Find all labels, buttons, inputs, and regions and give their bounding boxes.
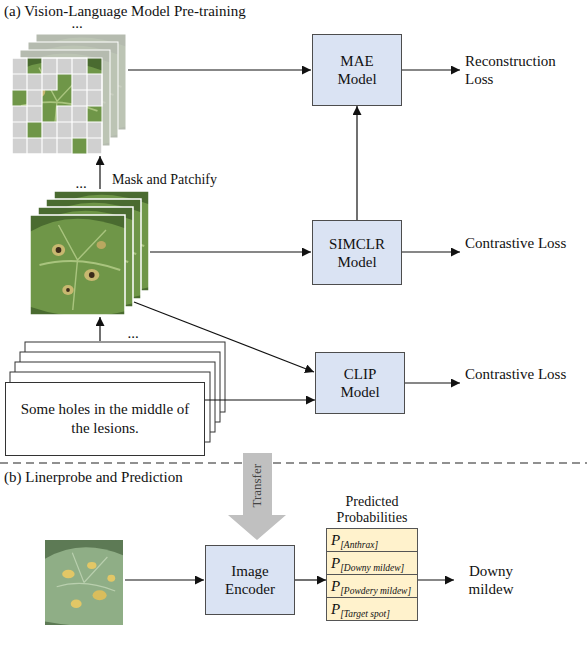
flow-arrow — [99, 156, 100, 189]
flow-arrow — [418, 579, 454, 580]
node-text: Image Encoder — [220, 562, 280, 598]
ellipsis: ... — [116, 324, 150, 342]
probability-box: P[Powdery mildew] — [326, 574, 418, 598]
probability-symbol: P — [331, 532, 340, 548]
node-text: Some holes in the middle of the lesions. — [18, 400, 192, 438]
probability-symbol: P — [331, 601, 340, 617]
probability-symbol: P — [331, 555, 340, 571]
section-divider — [0, 462, 587, 463]
flow-arrow — [150, 251, 311, 252]
edge-arrow — [205, 399, 315, 400]
image-stack — [25, 191, 154, 316]
group-heading: Predicted Probabilities — [326, 492, 418, 528]
transfer-label: Transfer — [249, 441, 265, 531]
ellipsis: ... — [66, 174, 96, 192]
flow-arrow — [128, 69, 311, 70]
node-text: MAE Model — [327, 52, 387, 88]
process-label: Mask and Patchify — [112, 172, 262, 189]
model-box: SIMCLR Model — [312, 220, 402, 285]
probability-box: P[Downy mildew] — [326, 551, 418, 575]
model-box: CLIP Model — [315, 352, 405, 414]
class-subscript: [Downy mildew] — [340, 563, 404, 573]
probability-symbol: P — [331, 578, 340, 594]
masked-image-stack — [8, 34, 131, 155]
image-border — [12, 58, 102, 154]
node-text: CLIP Model — [330, 365, 390, 401]
layout-arrows — [100, 70, 460, 580]
leaf-image — [25, 215, 130, 316]
prediction-label: Downy mildew — [455, 562, 527, 598]
loss-label: Reconstruction Loss — [465, 52, 575, 88]
flow-arrow — [405, 382, 460, 383]
flow-arrow — [125, 579, 204, 580]
model-box: MAE Model — [312, 34, 402, 106]
flow-arrow — [134, 302, 314, 372]
masked-image — [8, 58, 107, 155]
flow-arrow — [402, 69, 460, 70]
mask-patches — [12, 58, 102, 154]
flow-arrow — [99, 317, 100, 341]
ellipsis: ... — [60, 14, 94, 32]
input-image — [41, 540, 127, 626]
section-title: (a) Vision-Language Model Pre-training — [4, 2, 334, 20]
loss-label: Contrastive Loss — [465, 234, 575, 252]
edge-arrow — [356, 106, 357, 220]
probability-group: Predicted ProbabilitiesP[Anthrax]P[Downy… — [326, 492, 418, 622]
node-text: SIMCLR Model — [327, 235, 387, 271]
class-subscript: [Anthrax] — [340, 540, 378, 550]
section-title: (b) Linerprobe and Prediction — [4, 468, 334, 486]
text-card: Some holes in the middle of the lesions. — [5, 382, 205, 456]
flow-arrow — [402, 251, 460, 252]
probability-box: P[Target spot] — [326, 597, 418, 621]
image-border — [30, 215, 125, 315]
loss-label: Contrastive Loss — [465, 365, 575, 383]
probability-box: P[Anthrax] — [326, 528, 418, 552]
edge-arrow — [295, 579, 326, 580]
edge-layer — [205, 106, 357, 580]
class-subscript: [Powdery mildew] — [340, 586, 411, 596]
model-box: Image Encoder — [205, 545, 295, 615]
class-subscript: [Target spot] — [340, 609, 390, 619]
